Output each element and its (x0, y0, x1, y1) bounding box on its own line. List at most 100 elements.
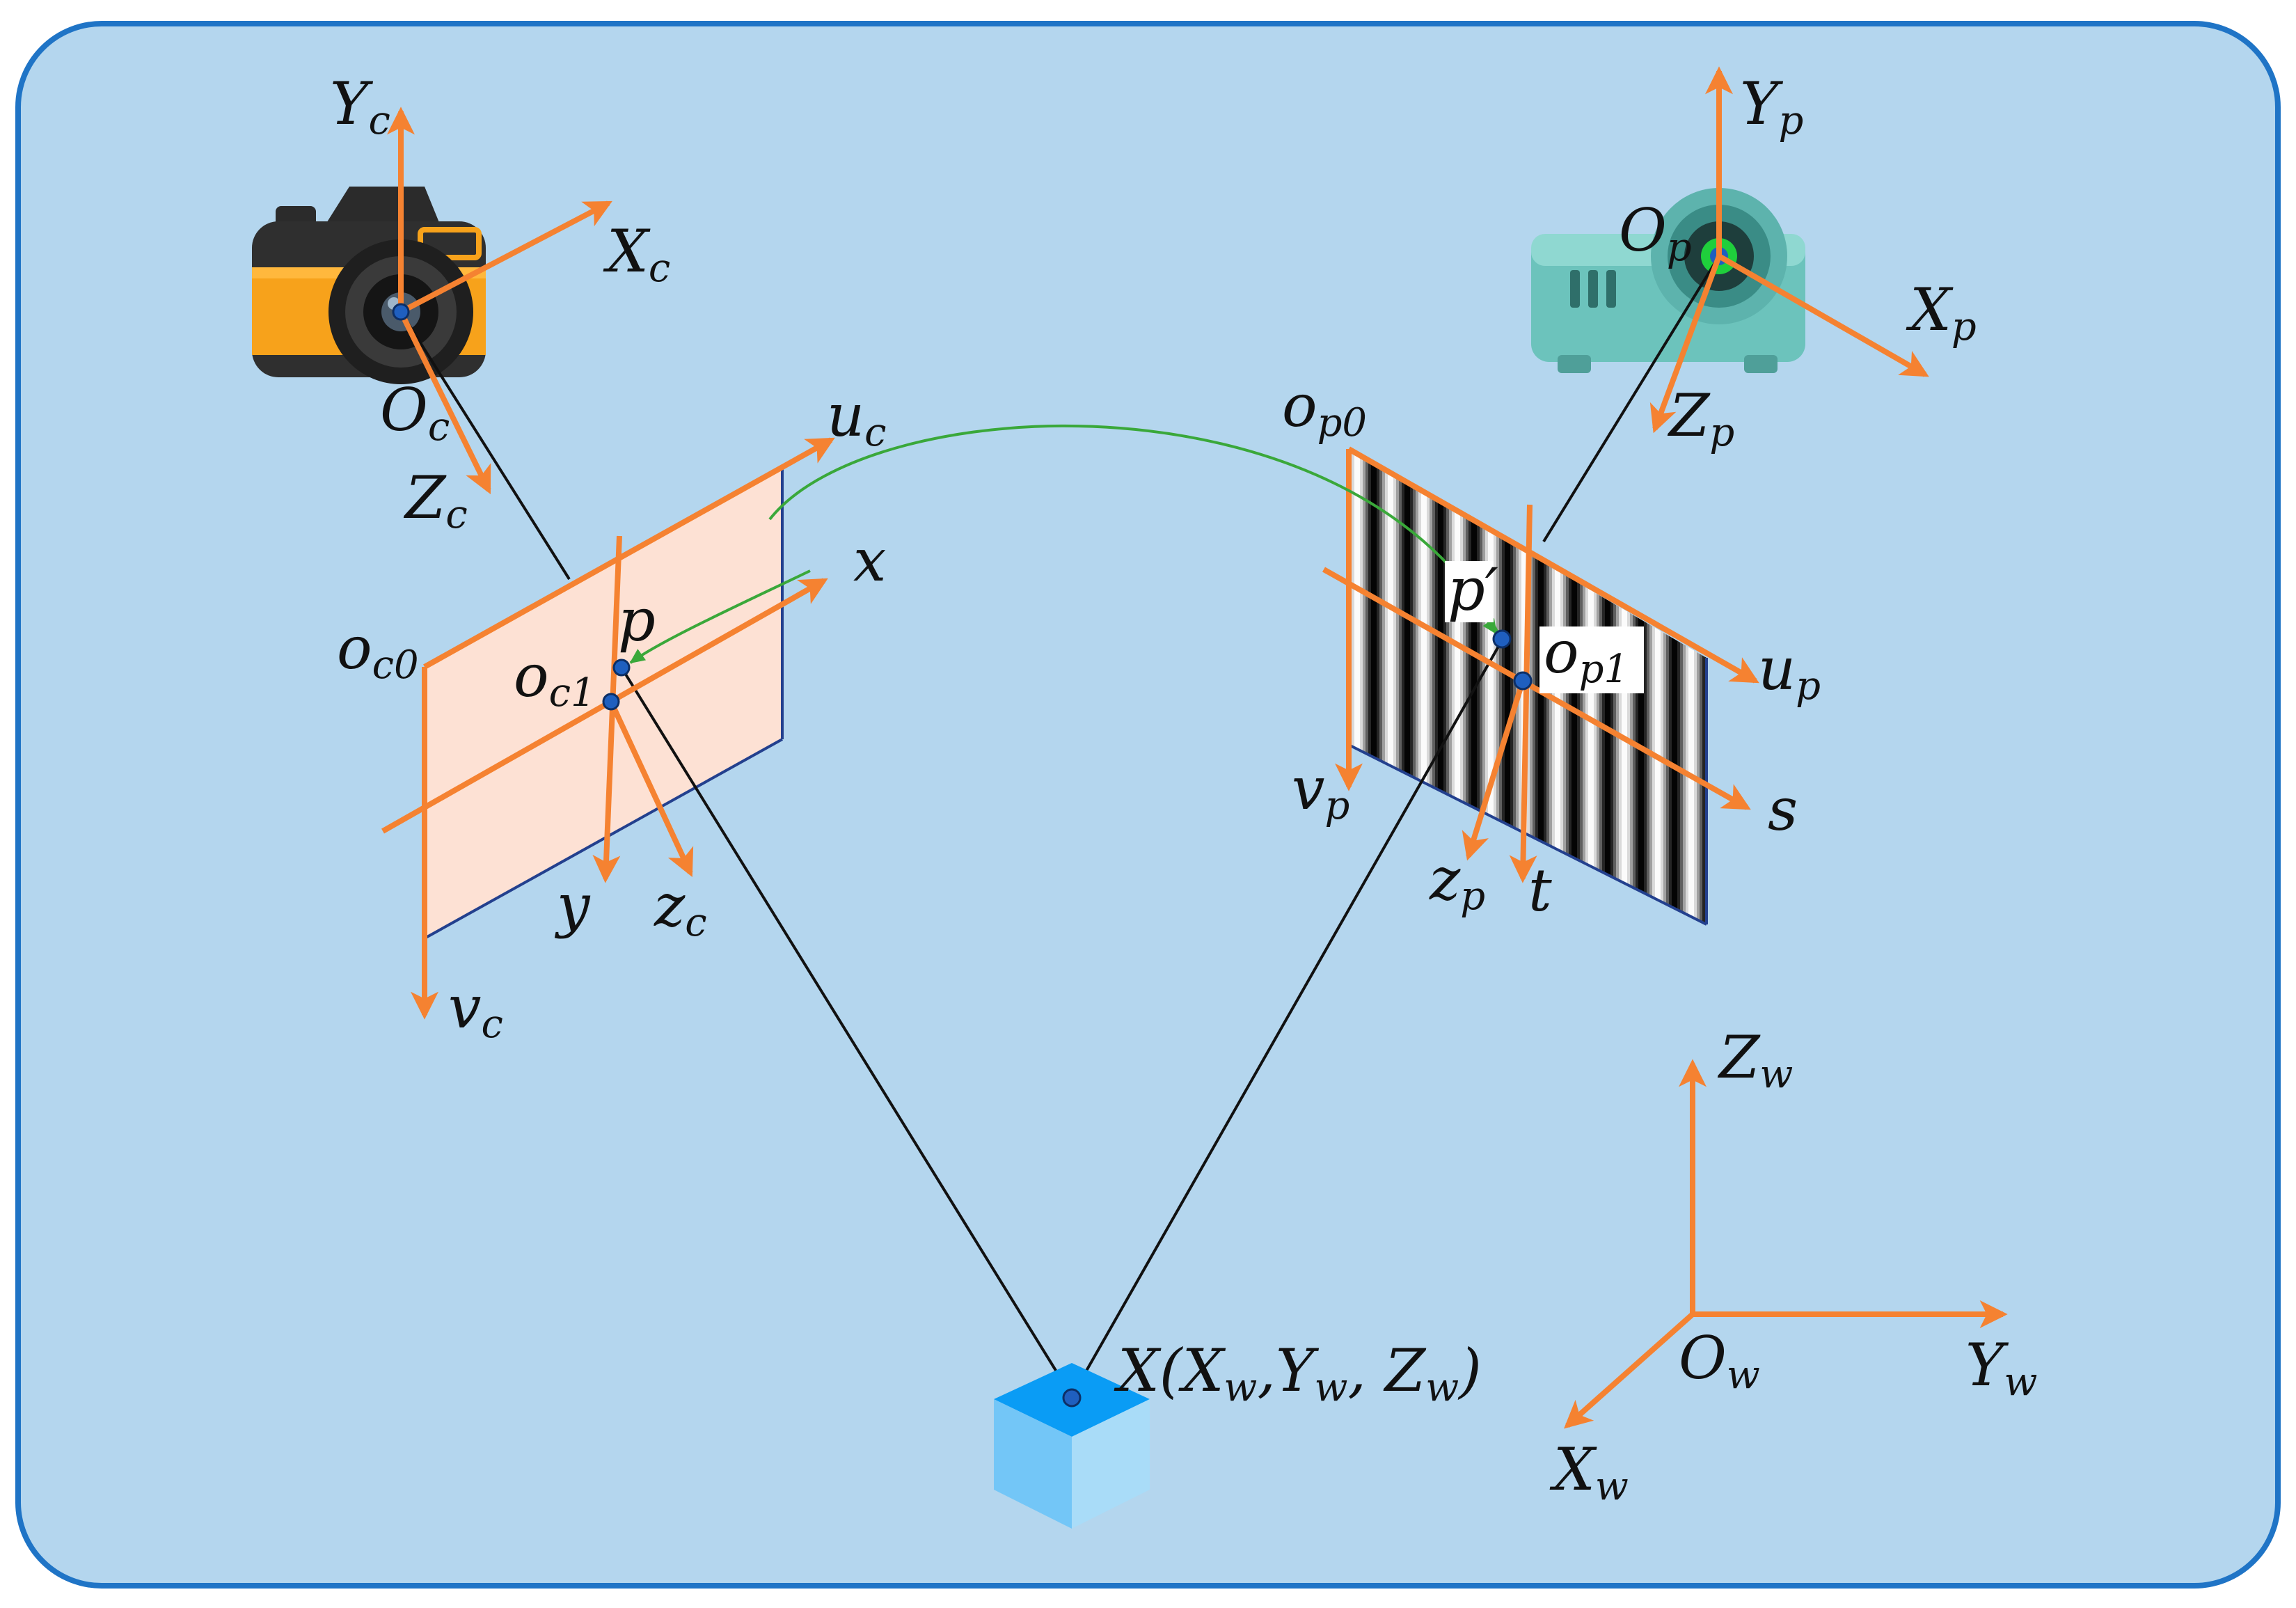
label-oc: Oc (380, 376, 450, 450)
fringe-stripe (1694, 449, 1697, 924)
fringe-stripe (1499, 449, 1503, 924)
fringe-stripe (1399, 449, 1402, 924)
fringe-stripe (1655, 449, 1658, 924)
fringe-stripe (1507, 449, 1511, 924)
point-p-prime (1492, 629, 1512, 649)
fringe-stripe (1485, 449, 1489, 924)
fringe-stripe (1391, 449, 1394, 924)
fringe-stripe (1652, 449, 1656, 924)
fringe-stripe (1413, 449, 1416, 924)
fringe-stripe (1365, 449, 1369, 924)
label-oc0: oc0 (337, 614, 419, 688)
fringe-stripe (1697, 449, 1700, 924)
fringe-stripe (1421, 449, 1425, 924)
fringe-stripe (1393, 449, 1397, 924)
fringe-stripe (1482, 449, 1486, 924)
label-xp: Xp (1906, 276, 1977, 349)
label-t: t (1528, 856, 1552, 924)
fringe-stripe (1388, 449, 1391, 924)
fringe-stripe (1494, 449, 1497, 924)
label-xc: Xc (603, 217, 670, 291)
fringe-stripe (1661, 449, 1664, 924)
label-vp: vp (1292, 755, 1349, 828)
fringe-stripe (1452, 449, 1455, 924)
fringe-stripe (1404, 449, 1408, 924)
camera-ray-upper (399, 310, 571, 581)
fringe-stripe (1477, 449, 1480, 924)
fringe-stripe (1435, 449, 1439, 924)
label-zc-small: zc (654, 872, 707, 945)
fringe-stripe (1430, 449, 1433, 924)
label-y: y (554, 872, 591, 940)
label-uc: uc (827, 381, 886, 455)
label-yw: Yw (1965, 1331, 2037, 1405)
fringe-stripe (1352, 449, 1355, 924)
label-op0: op0 (1282, 372, 1367, 446)
projector-plane-edge-top (1347, 446, 1759, 684)
camera-ray-lower (620, 666, 1073, 1398)
label-ow: Ow (1679, 1324, 1760, 1398)
fringe-stripe (1402, 449, 1405, 924)
label-pprime-bg (1445, 561, 1494, 622)
fringe-stripe (1658, 449, 1661, 924)
projector-axis-s (1322, 567, 1751, 810)
fringe-stripe (1463, 449, 1466, 924)
camera-axis-xc (399, 200, 612, 315)
point-oc (392, 303, 410, 321)
fringe-stripe (1385, 449, 1388, 924)
fringe-stripe (1357, 449, 1361, 924)
fringe-stripe (1377, 449, 1380, 924)
fringe-stripe (1496, 449, 1500, 924)
fringe-stripe (1688, 449, 1692, 924)
label-zp-small: zp (1429, 845, 1485, 919)
fringe-stripe (1416, 449, 1419, 924)
fringe-stripe (1647, 449, 1650, 924)
label-zc: Zc (403, 464, 468, 537)
fringe-stripe (1466, 449, 1469, 924)
fringe-stripe (1686, 449, 1689, 924)
point-p (612, 659, 631, 677)
fringe-stripe (1702, 449, 1706, 924)
point-world-x (1062, 1388, 1082, 1408)
fringe-stripe (1649, 449, 1653, 924)
diagram-panel (15, 21, 2281, 1589)
fringe-stripe (1683, 449, 1686, 924)
fringe-stripe (1427, 449, 1430, 924)
fringe-stripe (1410, 449, 1414, 924)
fringe-stripe (1354, 449, 1358, 924)
label-up: up (1758, 635, 1821, 709)
fringe-stripe (1457, 449, 1461, 924)
label-yp: Yp (1740, 70, 1803, 143)
camera-axis-x (381, 578, 828, 834)
fringe-stripe (1480, 449, 1483, 924)
fringe-stripe (1491, 449, 1494, 924)
fringe-stripe (1371, 449, 1375, 924)
fringe-stripe (1455, 449, 1458, 924)
fringe-stripe (1449, 449, 1452, 924)
correspondence-arc (768, 424, 1502, 638)
fringe-stripe (1502, 449, 1505, 924)
fringe-stripe (1360, 449, 1363, 924)
fringe-stripe (1510, 449, 1514, 924)
projector-axis-zp (1649, 255, 1722, 434)
fringe-stripe (1379, 449, 1383, 924)
fringe-stripe (1677, 449, 1681, 924)
label-vc: vc (448, 973, 503, 1047)
fringe-stripe (1441, 449, 1444, 924)
point-op1 (1513, 671, 1533, 691)
label-s: s (1768, 775, 1798, 844)
projector-ray-upper (1542, 255, 1720, 543)
label-op: Op (1619, 196, 1692, 270)
label-oc1: oc1 (514, 642, 596, 716)
camera-axis-zc (398, 310, 491, 494)
projector-axis-t (1509, 504, 1537, 883)
fringe-stripe (1691, 449, 1695, 924)
projector-axis-xp (1718, 253, 1929, 377)
fringe-stripe (1374, 449, 1377, 924)
label-op1-bg (1539, 626, 1644, 693)
world-axis-xw (1564, 1312, 1695, 1429)
fringe-stripe (1443, 449, 1447, 924)
projector-ray-lower (1070, 640, 1503, 1397)
label-yc: Yc (330, 70, 390, 143)
fringe-stripe (1680, 449, 1684, 924)
